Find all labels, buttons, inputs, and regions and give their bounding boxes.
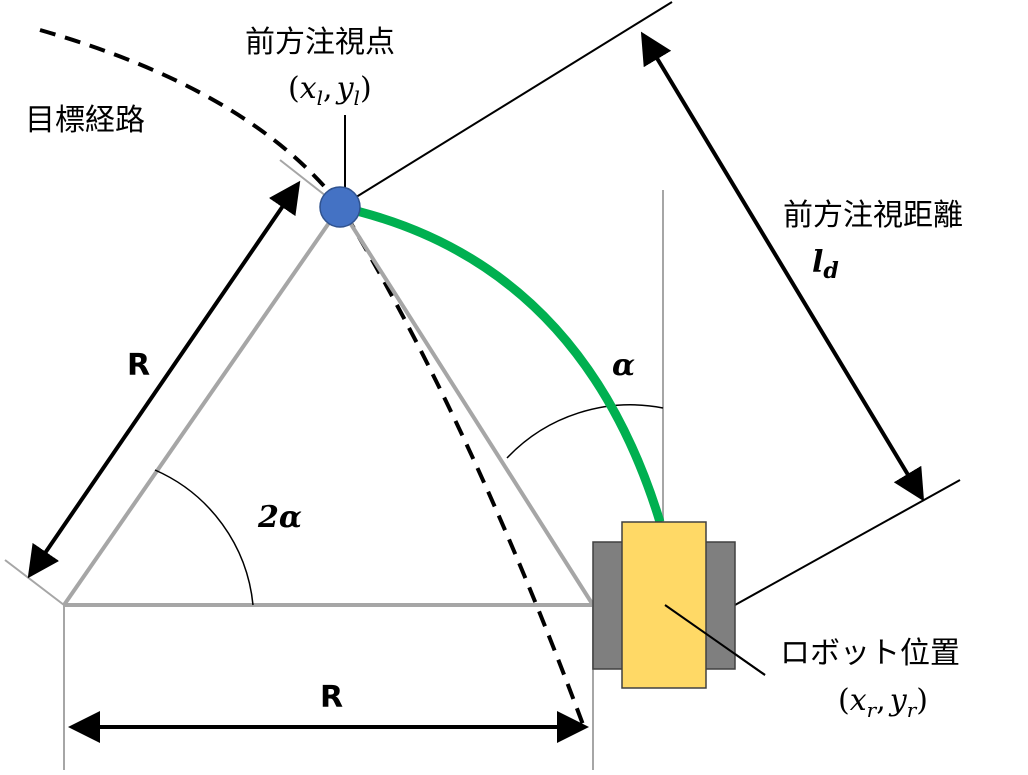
robot [592, 521, 736, 689]
lookahead-distance-arrow [640, 31, 925, 502]
lookahead-distance-symbol: ld [812, 245, 839, 284]
robot-position-label: ロボット位置 [780, 636, 960, 671]
robot-right-wheel [704, 541, 736, 670]
target-path-label: 目標経路 [25, 103, 145, 138]
radius-left-label: R [127, 348, 150, 383]
lookahead-point-label: 前方注視点 [245, 25, 395, 60]
two-alpha-label: 2α [257, 500, 302, 535]
alpha-angle-arc [506, 404, 664, 459]
two-alpha-angle-arc [154, 469, 254, 606]
robot-arc-path [339, 202, 665, 524]
radius-left-arrow [27, 180, 301, 579]
robot-position-leader [664, 604, 766, 676]
lookahead-point-coord: (xl,yl) [288, 71, 372, 110]
lookahead-point-marker [319, 186, 361, 228]
robot-body [621, 521, 707, 689]
radius-bottom-label: R [320, 680, 343, 715]
alpha-label: α [612, 348, 635, 383]
lookahead-distance-label: 前方注視距離 [783, 198, 963, 233]
robot-position-coord: (xr,yr) [838, 683, 928, 722]
robot-left-wheel [592, 541, 624, 670]
